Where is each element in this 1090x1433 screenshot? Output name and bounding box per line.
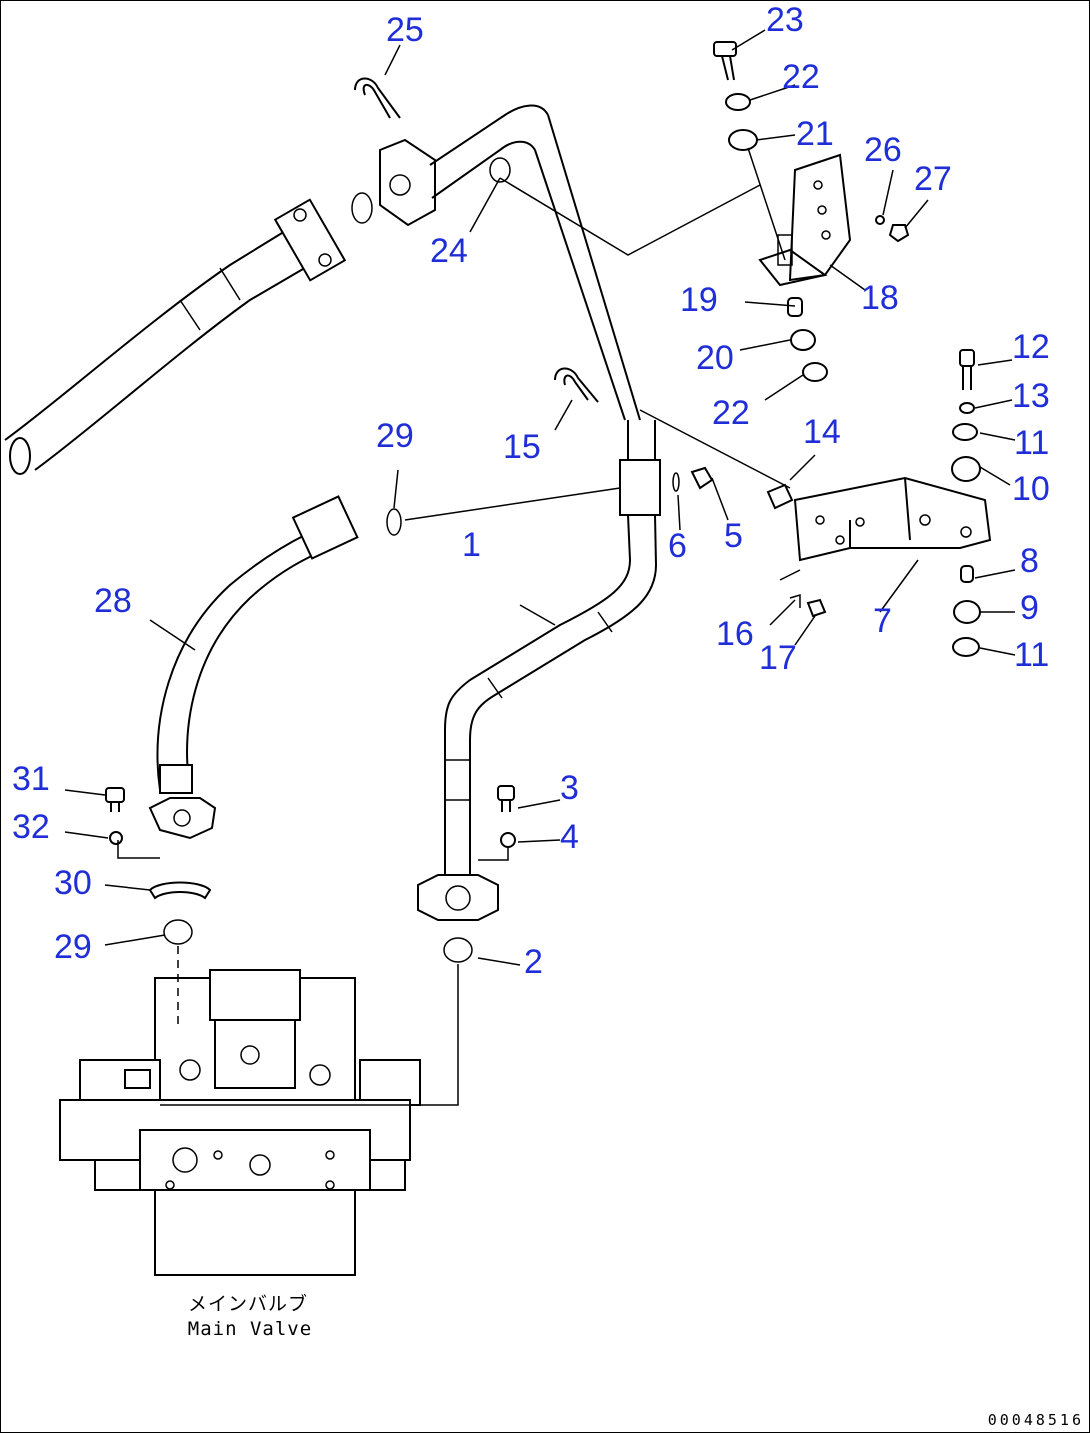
plug-5 <box>690 466 714 490</box>
collar-8 <box>960 565 974 583</box>
callout-20: 20 <box>696 339 734 377</box>
mate-line-14 <box>639 409 791 489</box>
spring-10 <box>951 456 981 482</box>
callout-23: 23 <box>766 1 804 39</box>
mate-line-16 <box>779 569 801 581</box>
callout-21: 21 <box>796 115 834 153</box>
o-ring-29-lower <box>163 919 193 945</box>
washer-11-lower <box>952 637 980 657</box>
callout-29-upper: 29 <box>376 417 414 455</box>
bolt-31 <box>105 787 125 803</box>
gasket-24 <box>489 157 511 183</box>
main-valve <box>59 969 421 1276</box>
callout-8: 8 <box>1020 542 1039 580</box>
washer-22-upper <box>725 93 751 111</box>
callout-13: 13 <box>1012 377 1050 415</box>
washer-21 <box>728 129 758 151</box>
split-flange-30 <box>148 881 212 900</box>
nut-17 <box>806 598 827 618</box>
pipe-1 <box>379 104 661 921</box>
callout-1: 1 <box>462 526 481 564</box>
callout-11-upper: 11 <box>1014 424 1049 462</box>
callout-5: 5 <box>724 517 743 555</box>
washer-26 <box>875 215 885 225</box>
o-ring-6 <box>672 472 680 492</box>
suction-hose <box>4 198 347 475</box>
washer-32 <box>109 831 123 845</box>
washer-4 <box>500 832 516 848</box>
callout-2: 2 <box>524 943 543 981</box>
callout-22-lower: 22 <box>712 394 750 432</box>
callout-16: 16 <box>716 615 754 653</box>
o-ring-29-upper <box>386 508 402 536</box>
mate-line-4 <box>478 848 509 861</box>
drawing-number: 00048516 <box>988 1411 1084 1429</box>
washer-22-lower <box>802 362 828 382</box>
callout-25: 25 <box>386 11 424 49</box>
mate-line-2 <box>160 964 459 1106</box>
callout-11-lower: 11 <box>1014 636 1049 674</box>
bolt-12 <box>959 349 975 367</box>
u-bolt-25 <box>354 77 401 119</box>
callout-12: 12 <box>1012 328 1050 366</box>
mate-line-21 <box>747 147 786 261</box>
callout-19: 19 <box>680 281 718 319</box>
callout-32: 32 <box>12 808 50 846</box>
callout-labels: 1 2 3 4 5 6 7 8 9 10 11 11 12 13 14 15 1… <box>12 1 1050 981</box>
callout-28: 28 <box>94 582 132 620</box>
o-ring-2 <box>443 937 473 963</box>
o-ring-suction <box>351 192 373 224</box>
callout-31: 31 <box>12 760 50 798</box>
collar-19 <box>787 297 803 317</box>
washer-13 <box>959 402 975 414</box>
washer-16 <box>789 593 801 608</box>
washer-20 <box>790 329 816 351</box>
callout-18: 18 <box>861 279 899 317</box>
callout-22-upper: 22 <box>782 58 820 96</box>
callout-30: 30 <box>54 864 92 902</box>
callout-3: 3 <box>560 769 579 807</box>
mate-line-24 <box>499 177 761 256</box>
hose-28 <box>148 495 359 840</box>
callout-15: 15 <box>503 428 541 466</box>
washer-11-upper <box>952 423 978 441</box>
caption-english: Main Valve <box>188 1318 312 1340</box>
callout-27: 27 <box>914 160 952 198</box>
bracket-18 <box>758 153 852 287</box>
mate-line-32 <box>117 840 160 859</box>
callout-14: 14 <box>803 413 841 451</box>
callout-17: 17 <box>759 639 797 677</box>
bolt-3 <box>497 785 515 801</box>
callout-6: 6 <box>668 527 687 565</box>
mate-line-29a <box>404 487 621 521</box>
caption-japanese: メインバルブ <box>188 1292 308 1315</box>
leader-lines <box>64 29 1016 966</box>
callout-9: 9 <box>1020 589 1039 627</box>
bracket-7 <box>793 476 992 562</box>
callout-7: 7 <box>873 602 892 640</box>
clip-14 <box>766 483 794 510</box>
bolt-23 <box>713 41 737 57</box>
nut-27 <box>888 224 910 243</box>
callout-24: 24 <box>430 232 468 270</box>
callout-4: 4 <box>560 818 579 856</box>
callout-26: 26 <box>864 131 902 169</box>
u-bolt-15 <box>554 367 599 403</box>
nut-9 <box>953 600 981 624</box>
callout-10: 10 <box>1012 470 1050 508</box>
callout-29-lower: 29 <box>54 928 92 966</box>
